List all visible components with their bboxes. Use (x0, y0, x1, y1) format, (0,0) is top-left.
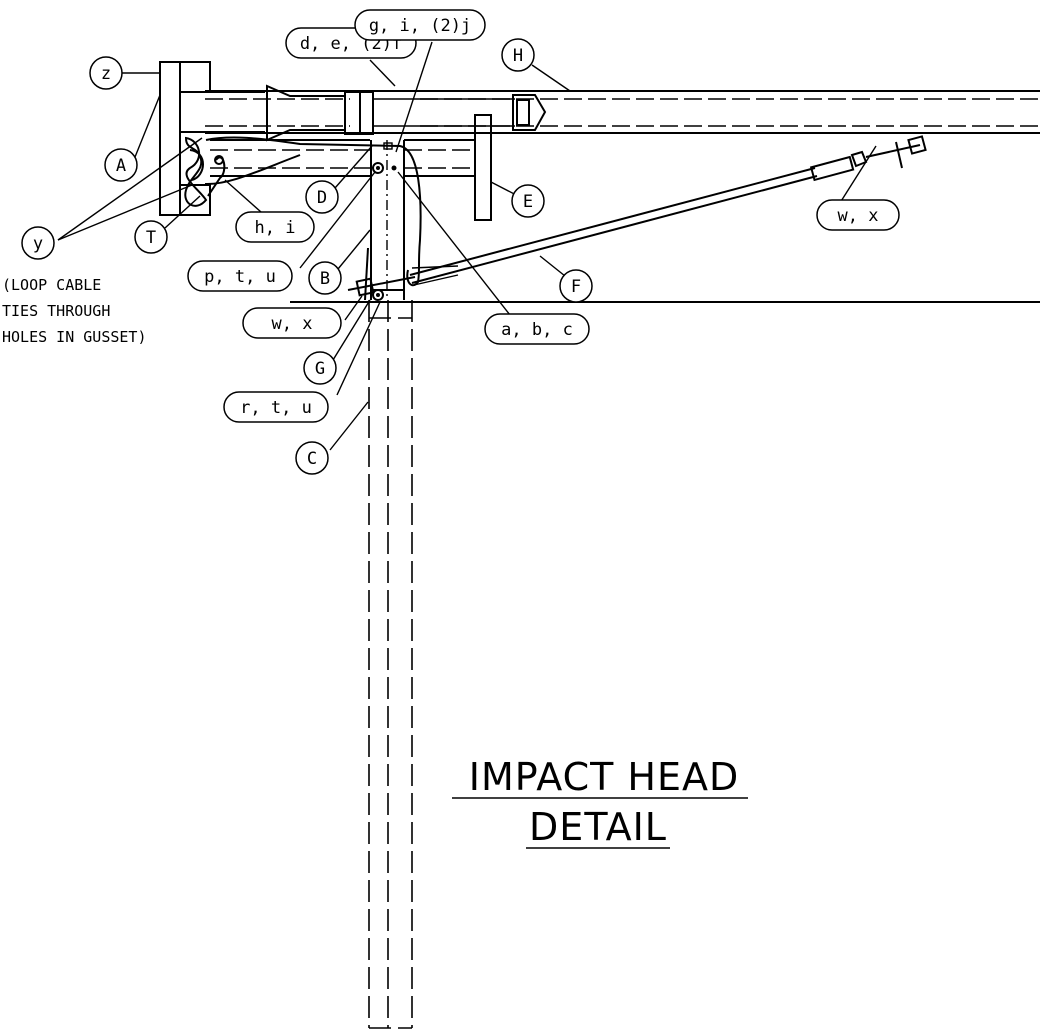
callout-h-i: h, i (235, 211, 315, 243)
callout-c: C (295, 441, 329, 475)
callout-b: B (308, 261, 342, 295)
svg-text:r, t, u: r, t, u (240, 398, 312, 418)
loop-cable-note: (LOOP CABLE TIES THROUGH HOLES IN GUSSET… (2, 276, 147, 346)
svg-text:g, i, (2)j: g, i, (2)j (369, 16, 471, 36)
svg-text:T: T (146, 228, 156, 248)
svg-text:C: C (307, 449, 317, 469)
title-line-2: DETAIL (529, 805, 667, 849)
callout-z: z (89, 56, 123, 90)
svg-text:B: B (320, 269, 330, 289)
svg-text:TIES THROUGH: TIES THROUGH (2, 302, 110, 320)
svg-text:w, x: w, x (838, 206, 879, 226)
svg-text:H: H (513, 46, 523, 66)
title-line-1: IMPACT HEAD (469, 755, 739, 799)
callout-h: H (501, 38, 535, 72)
svg-text:y: y (33, 234, 43, 254)
svg-text:w, x: w, x (272, 314, 313, 334)
svg-text:a, b, c: a, b, c (501, 320, 573, 340)
svg-text:(LOOP CABLE: (LOOP CABLE (2, 276, 101, 294)
callout-f: F (559, 269, 593, 303)
callout-p-t-u: p, t, u (187, 260, 293, 292)
cable-f (347, 135, 927, 301)
callout-a-b-c: a, b, c (484, 313, 590, 345)
svg-text:h, i: h, i (255, 218, 296, 238)
callout-w-x-left: w, x (242, 307, 342, 339)
callout-bubbles: z A y T H D E B F G C d, e, (2)f g, i, (… (21, 9, 900, 475)
svg-text:HOLES IN GUSSET): HOLES IN GUSSET) (2, 328, 147, 346)
post-b (370, 140, 405, 301)
leader-lines (57, 41, 877, 451)
callout-w-x-right: w, x (816, 199, 900, 231)
svg-text:F: F (571, 277, 581, 297)
callout-a: A (104, 148, 138, 182)
feeder-cone (266, 84, 547, 142)
gusset-channel (207, 114, 492, 221)
svg-text:p, t, u: p, t, u (204, 267, 276, 287)
callout-g: G (303, 351, 337, 385)
svg-text:G: G (315, 359, 325, 379)
callout-r-t-u: r, t, u (223, 391, 329, 423)
svg-text:E: E (523, 192, 533, 212)
svg-text:z: z (101, 64, 111, 84)
svg-text:D: D (317, 188, 327, 208)
callout-e: E (511, 184, 545, 218)
callout-t: T (134, 220, 168, 254)
callout-y: y (21, 226, 55, 260)
svg-text:A: A (116, 156, 126, 176)
post-c-dashed (368, 300, 413, 1029)
detail-title: IMPACT HEAD DETAIL (452, 755, 748, 849)
callout-g-i-j: g, i, (2)j (354, 9, 486, 41)
callout-d: D (305, 180, 339, 214)
